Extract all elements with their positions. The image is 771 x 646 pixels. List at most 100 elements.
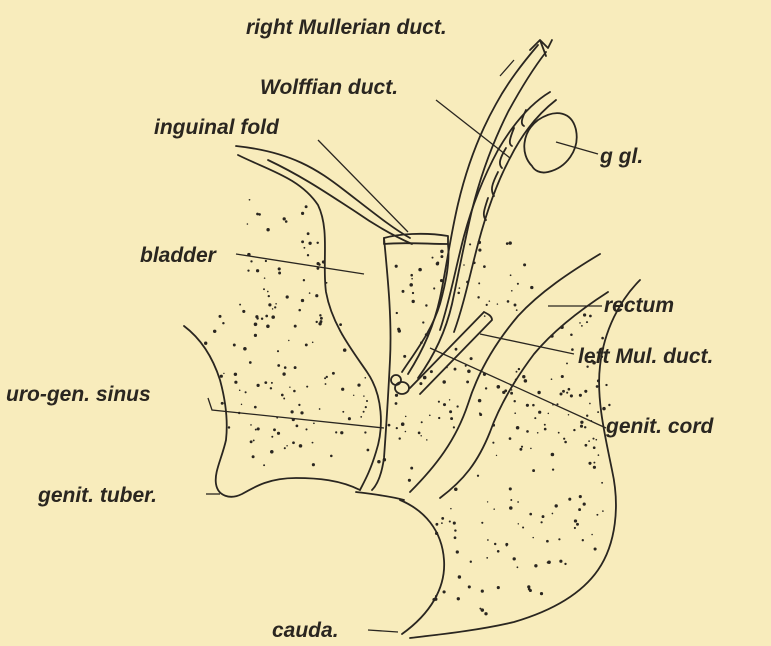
stipple-dot [485, 387, 487, 389]
stipple-dot [470, 561, 472, 563]
stipple-dot [438, 401, 440, 403]
stipple-dot [534, 564, 537, 567]
stipple-dot [271, 315, 275, 319]
stipple-dot [574, 527, 576, 529]
leader-cauda [368, 630, 398, 632]
stipple-dot [442, 380, 445, 383]
stipple-dot [589, 315, 592, 318]
stipple-dot [423, 376, 427, 380]
stipple-dot [224, 402, 225, 403]
duct-openings-2 [391, 375, 401, 385]
stipple-dot [396, 427, 398, 429]
stipple-dot [524, 379, 528, 383]
stipple-dot [247, 269, 249, 271]
leader-right-mullerian [500, 60, 514, 76]
stipple-dot [596, 514, 598, 516]
stipple-dot [307, 254, 309, 256]
stipple-dot [509, 506, 513, 510]
stipple-dot [542, 515, 545, 518]
stipple-dot [425, 304, 427, 306]
stipple-dot [579, 394, 582, 397]
stipple-dot [320, 317, 323, 320]
stipple-dot [233, 344, 236, 347]
stipple-dot [455, 348, 458, 351]
stipple-dot [516, 309, 518, 311]
stipple-dot [456, 550, 459, 553]
cauda-outline [400, 500, 444, 634]
label-genit-cord: genit. cord [605, 415, 715, 438]
stipple-dot [478, 282, 480, 284]
stipple-dot [576, 523, 579, 526]
stipple-dot [450, 417, 453, 420]
stipple-dot [294, 325, 297, 328]
stipple-dot [487, 539, 489, 541]
stipple-dot [529, 513, 532, 516]
stipple-dot [526, 430, 529, 433]
stipple-dot [316, 321, 318, 323]
stipple-dot [552, 468, 554, 470]
stipple-dot [252, 455, 255, 458]
stipple-dot [463, 264, 465, 266]
leader-left-mul [480, 334, 574, 354]
stipple-dot [573, 429, 575, 431]
stipple-dot [532, 404, 535, 407]
stipple-dot [435, 595, 437, 597]
leader-lines [206, 60, 606, 632]
stipple-dot [432, 598, 435, 601]
leader-ggl [556, 142, 598, 154]
stipple-dot [519, 448, 522, 451]
stipple-dot [421, 421, 423, 423]
duct-openings [395, 382, 409, 394]
label-uro-gen-sinus: uro-gen. sinus [6, 383, 151, 406]
stipple-dot [319, 314, 321, 316]
label-right-mullerian-duct: right Mullerian duct. [246, 16, 447, 39]
stipple-dot [584, 390, 587, 393]
stipple-dot [300, 411, 303, 414]
stipple-dot [601, 337, 604, 340]
stipple-dot [454, 536, 457, 539]
stipple-dot [454, 488, 458, 492]
stipple-dot [458, 575, 461, 578]
stipple-dot [564, 441, 567, 444]
stipple-dot [568, 498, 571, 501]
stipple-dot [253, 439, 255, 441]
stipple-dot [306, 386, 308, 388]
label-wolffian-duct: Wolffian duct. [260, 76, 398, 99]
stipple-dot [256, 269, 259, 272]
stipple-dot [608, 404, 610, 406]
stipple-dot [301, 240, 304, 243]
stipple-dot [278, 272, 281, 275]
stipple-dot [483, 265, 486, 268]
stipple-dot [457, 292, 460, 295]
stipple-dot [285, 220, 288, 223]
stipple-dot [522, 526, 524, 528]
stipple-dot [513, 557, 516, 560]
stipple-dot [299, 444, 303, 448]
stipple-dot [517, 566, 519, 568]
stipple-dot [529, 589, 532, 592]
stipple-dot [273, 428, 276, 431]
stipple-dot [265, 260, 267, 262]
stipple-dot [398, 329, 401, 332]
stipple-dot [330, 455, 333, 458]
stipple-dot [440, 250, 444, 254]
stipple-dot [250, 424, 252, 426]
stipple-dot [443, 403, 446, 406]
stipple-dot [324, 377, 326, 379]
stipple-dot [473, 261, 476, 264]
stipple-dot [418, 432, 421, 435]
stipple-dot [592, 438, 594, 440]
stipple-dot [419, 382, 422, 385]
stipple-dot [583, 313, 586, 316]
stipple-dot [449, 520, 451, 522]
stipple-dot [357, 383, 360, 386]
stipple-dot [489, 300, 491, 302]
stipple-dot [551, 378, 553, 380]
stipple-dot [478, 249, 481, 252]
stipple-dot [546, 540, 549, 543]
stipple-dot [517, 283, 519, 285]
stipple-dot [435, 532, 438, 535]
stipple-dot [364, 377, 366, 379]
stipple-dot [278, 267, 281, 270]
stipple-dot [267, 291, 269, 293]
